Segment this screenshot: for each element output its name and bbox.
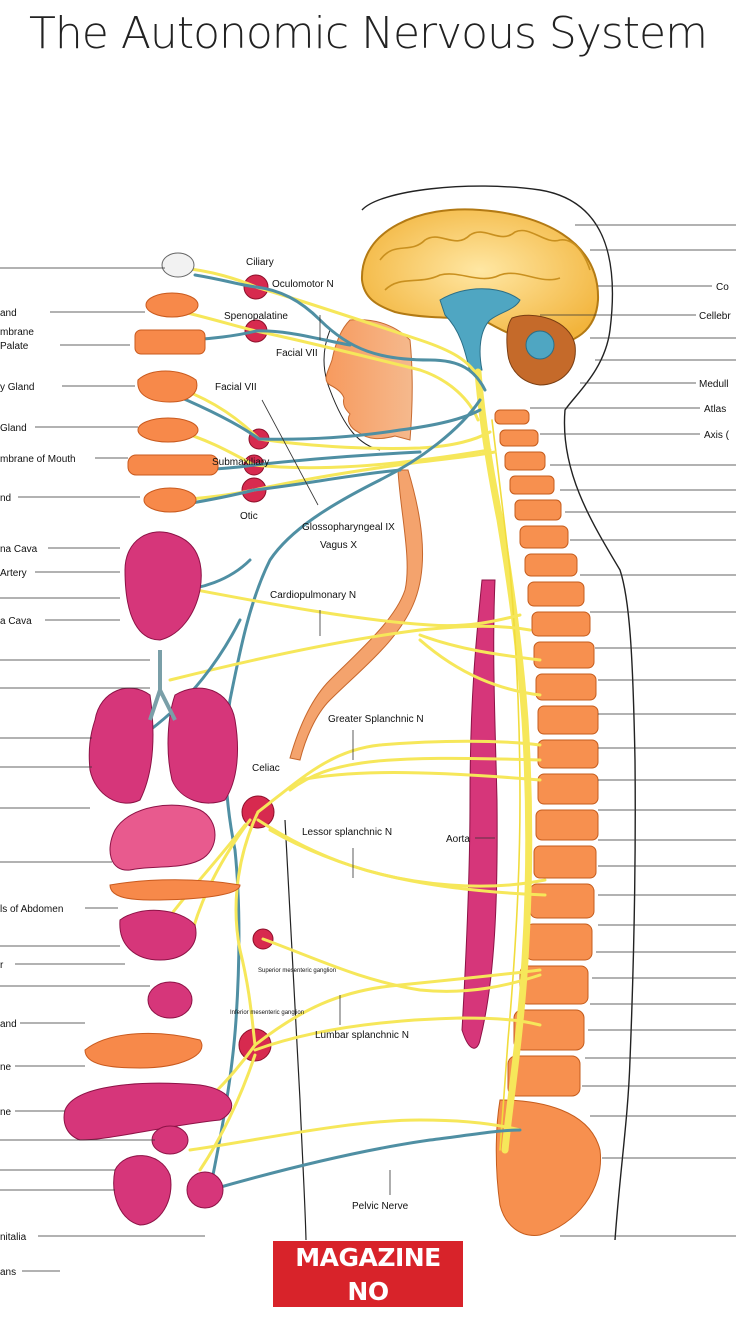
label-spenopalatine: Spenopalatine <box>224 311 288 322</box>
label-lumbar-splanchnic: Lumbar splanchnic N <box>315 1030 409 1041</box>
face <box>325 319 413 441</box>
left-label: nitalia <box>0 1232 27 1243</box>
left-label: mbrane <box>0 327 34 338</box>
left-label: Artery <box>0 568 27 579</box>
label-submaxiliary: Submaxiliary <box>212 457 269 468</box>
lungs <box>88 687 239 804</box>
left-label: and <box>0 1019 17 1030</box>
lacrimal-gland <box>145 292 199 318</box>
label-otic: Otic <box>240 511 258 522</box>
label-greater-splanchnic: Greater Splanchnic N <box>328 714 424 725</box>
sympathetic-chain <box>491 419 521 1151</box>
thoracic-nerves <box>148 558 542 732</box>
body-outline <box>361 185 636 1241</box>
logo-title: MAGAZINE NO <box>295 1243 441 1306</box>
left-label: r <box>0 960 4 971</box>
parotid-gland <box>137 370 198 403</box>
heart <box>124 531 202 641</box>
label-superior-mesenteric: Superior mesenteric ganglion <box>258 968 336 974</box>
label-cardiopulmonary: Cardiopulmonary N <box>270 590 356 601</box>
trunk-front-outline <box>284 819 307 1241</box>
label-oculomotor: Oculomotor N <box>272 279 334 290</box>
left-label: na Cava <box>0 544 38 555</box>
eye <box>161 252 195 278</box>
right-label: Atlas <box>704 404 726 415</box>
left-label: nd <box>0 493 11 504</box>
left-label: a Cava <box>0 616 32 627</box>
left-label: ls of Abdomen <box>0 904 63 915</box>
kidney <box>147 981 193 1019</box>
genitalia <box>113 1155 172 1226</box>
liver <box>119 909 197 961</box>
left-label: mbrane of Mouth <box>0 454 76 465</box>
submandibular-gland <box>143 487 197 513</box>
cranial-nerves <box>168 266 497 507</box>
internal-leader-lines <box>261 315 495 1195</box>
bladder <box>151 1125 189 1155</box>
right-label: Co <box>716 282 729 293</box>
page-title: The Autonomic Nervous System <box>29 8 708 59</box>
label-aorta: Aorta <box>446 834 470 845</box>
right-label: Medull <box>699 379 728 390</box>
left-label: Palate <box>0 341 29 352</box>
sublingual-gland <box>137 417 199 443</box>
right-label: Cellebr <box>699 311 731 322</box>
stomach <box>109 804 216 871</box>
label-facial-vii-lower: Facial VII <box>215 382 257 393</box>
aorta <box>461 579 498 1049</box>
label-lessor-splanchnic: Lessor splanchnic N <box>302 827 392 838</box>
magazine-logo: MAGAZINE NO مجله اینترنتی نو <box>273 1241 463 1331</box>
label-facial-vii-upper: Facial VII <box>276 348 318 359</box>
cerebellum-detail <box>525 330 555 360</box>
nasal-membrane <box>134 329 206 355</box>
mouth-membrane <box>127 454 219 476</box>
organs <box>63 252 241 1226</box>
left-label: and <box>0 308 17 319</box>
brain-folds <box>379 229 591 291</box>
left-label: ans <box>0 1267 16 1278</box>
body-front-outline <box>323 329 381 451</box>
left-label: ne <box>0 1107 12 1118</box>
label-inferior-mesenteric: Inferior mesenteric ganglion <box>230 1010 304 1016</box>
esophagus <box>289 469 424 761</box>
right-leader-lines <box>530 224 736 1237</box>
intestine-large <box>63 1082 232 1141</box>
label-ciliary: Ciliary <box>246 257 274 268</box>
left-label: ne <box>0 1062 12 1073</box>
label-celiac: Celiac <box>252 763 280 774</box>
brainstem <box>439 288 521 373</box>
reproductive-organ <box>186 1171 224 1209</box>
left-label: y Gland <box>0 382 34 393</box>
left-label: Gland <box>0 423 27 434</box>
trachea <box>148 650 177 721</box>
intestine-small <box>84 1032 203 1069</box>
label-glossopharyngeal: Glossopharyngeal IX <box>302 522 395 533</box>
logo-subtitle: مجله اینترنتی نو <box>299 1311 437 1331</box>
pancreas <box>109 879 241 901</box>
spinal-cord <box>474 368 533 1154</box>
label-vagus: Vagus X <box>320 540 357 551</box>
label-pelvic-nerve: Pelvic Nerve <box>352 1201 409 1212</box>
right-label: Axis ( <box>704 430 730 441</box>
left-leader-lines <box>0 267 205 1272</box>
spinal-column <box>494 409 602 1236</box>
